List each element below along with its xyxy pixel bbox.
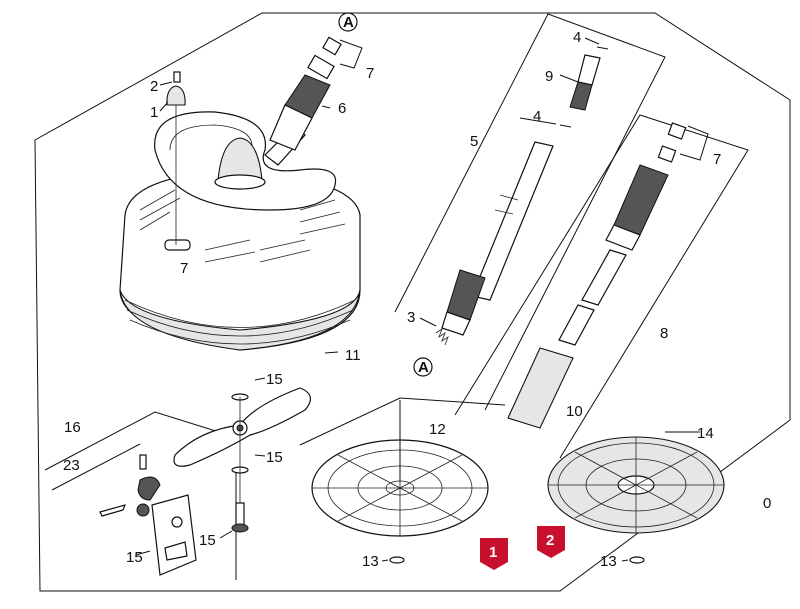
callout-15-plate: 15 <box>126 549 143 566</box>
outer-frame <box>34 12 791 592</box>
callout-15-pin: 15 <box>199 532 216 549</box>
group-bracket-23 <box>51 443 141 491</box>
wand-bracket-5 <box>394 13 666 411</box>
callout-7-top: 7 <box>366 65 374 82</box>
callout-13-left: 13 <box>362 553 379 570</box>
callout-4-mid: 4 <box>533 108 541 125</box>
washer-part-13-left <box>389 556 405 564</box>
callout-9: 9 <box>545 68 553 85</box>
leader-lines <box>135 37 629 562</box>
coupling-bracket-7-top <box>339 39 363 69</box>
brush-base-part-14 <box>547 431 725 534</box>
pad-part-10 <box>507 347 574 429</box>
seal-part-4-top <box>596 46 609 50</box>
mounting-plate-part-15 <box>151 494 197 576</box>
washer-part-13-right <box>629 556 645 564</box>
callout-7-right: 7 <box>713 151 721 168</box>
variant-badge-2: 2 <box>537 526 565 558</box>
callout-5: 5 <box>470 133 478 150</box>
callout-23: 23 <box>63 457 80 474</box>
callout-4-top: 4 <box>573 29 581 46</box>
callout-13-right: 13 <box>600 553 617 570</box>
variant-badge-2-text: 2 <box>546 532 554 549</box>
spring-part-3 <box>435 327 449 346</box>
brush-base-part-12 <box>311 400 489 537</box>
body-marking: 7 <box>180 260 188 277</box>
variant-badge-1: 1 <box>480 538 508 570</box>
callout-0: 0 <box>763 495 771 512</box>
callout-16: 16 <box>64 419 81 436</box>
callout-10: 10 <box>566 403 583 420</box>
callout-1: 1 <box>150 104 158 121</box>
callout-15-mid: 15 <box>266 449 283 466</box>
pin-part-15 <box>231 502 249 533</box>
callout-15-top: 15 <box>266 371 283 388</box>
connector-mark-a-bottom-text: A <box>418 359 429 376</box>
connector-mark-a-bottom <box>413 357 433 377</box>
screw-part-2 <box>173 71 181 83</box>
wand-tip-part-9 <box>569 54 601 111</box>
lance-part-8 <box>558 122 687 346</box>
connector-mark-a-top-text: A <box>343 14 354 31</box>
callout-3: 3 <box>407 309 415 326</box>
callout-12: 12 <box>429 421 446 438</box>
callout-11: 11 <box>345 347 361 364</box>
group-bracket-16 <box>44 411 236 471</box>
callout-6: 6 <box>338 100 346 117</box>
callout-8: 8 <box>660 325 668 342</box>
callout-14: 14 <box>697 425 714 442</box>
connector-mark-a-top <box>338 12 358 32</box>
nozzle-holder-part-23 <box>99 454 161 517</box>
surface-cleaner-body: 7 <box>119 111 361 351</box>
callout-2: 2 <box>150 78 158 95</box>
variant-badge-1-text: 1 <box>489 544 497 561</box>
wand-part-5 <box>441 141 554 336</box>
wand-bracket-8 <box>454 114 749 459</box>
coupling-bracket-7-right <box>679 125 709 161</box>
connector-part-6 <box>269 36 342 151</box>
seal-part-4-mid <box>559 124 572 128</box>
nozzle-cap-part-1 <box>166 85 186 106</box>
callout-labels: 0 1 2 3 4 4 5 6 7 7 8 9 10 11 12 13 13 1… <box>63 29 771 570</box>
group-bracket-12 <box>299 397 506 446</box>
